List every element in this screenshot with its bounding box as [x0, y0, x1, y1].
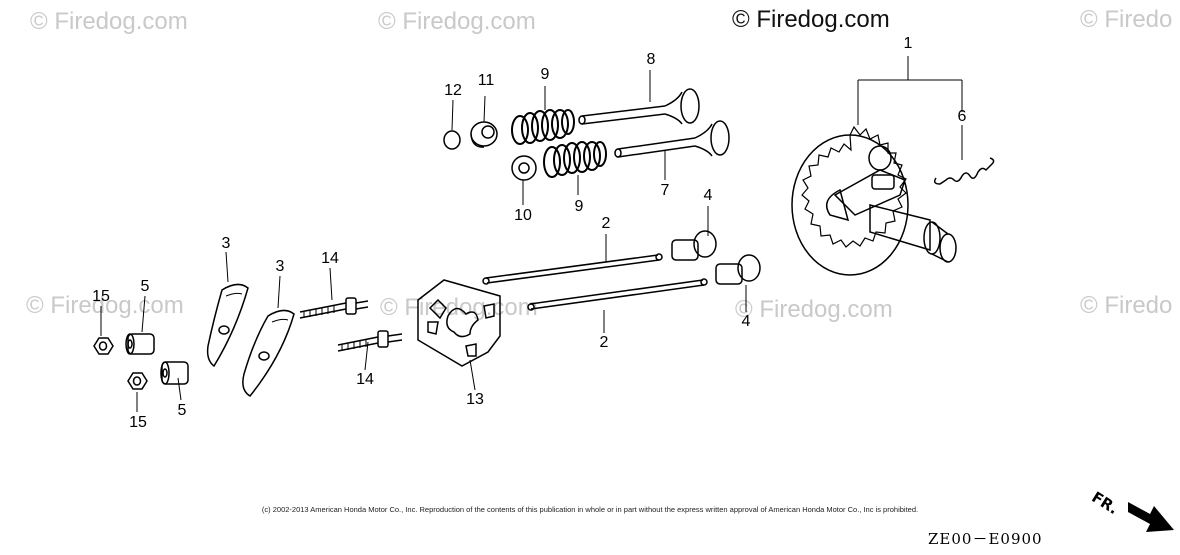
watermark-mid-center: © Firedog.com [380, 294, 538, 321]
callout-2-upper: 2 [601, 215, 611, 232]
part-5-pivot-lower [160, 361, 189, 385]
callout-13: 13 [466, 391, 484, 408]
diagram-code: ZE00－E0900 [928, 530, 1043, 548]
part-4-tappet-upper [671, 230, 717, 261]
callout-15-lower: 15 [129, 414, 147, 431]
callout-1: 1 [903, 35, 913, 52]
callout-8: 8 [646, 51, 656, 68]
part-13-push-rod-guide-plate [417, 279, 501, 367]
part-12-valve-cap [443, 130, 461, 150]
part-10-spring-retainer [511, 155, 537, 181]
part-7-valve [614, 120, 730, 158]
part-14-stud-lower [337, 330, 403, 352]
watermark-dark: © Firedog.com [732, 6, 890, 33]
callout-5-upper: 5 [140, 278, 150, 295]
callout-15-upper: 15 [92, 288, 110, 305]
callout-5-lower: 5 [177, 402, 187, 419]
leader-lines [100, 56, 963, 412]
callout-4-lower: 4 [741, 313, 751, 330]
callout-3-right: 3 [275, 258, 285, 275]
callout-9-upper: 9 [540, 66, 550, 83]
part-11-spring-retainer [470, 121, 498, 148]
callout-14-upper: 14 [321, 250, 339, 267]
callout-4-upper: 4 [703, 187, 713, 204]
callout-7: 7 [660, 182, 670, 199]
part-3-rocker-arm-right [242, 309, 295, 397]
part-6-return-spring [933, 157, 995, 185]
callout-3-left: 3 [221, 235, 231, 252]
part-15-nut-lower [127, 372, 148, 390]
watermark-mid-far-right: © Firedo [1080, 292, 1173, 319]
watermark-top-right: © Firedo [1080, 6, 1173, 33]
watermark-mid-right: © Firedog.com [735, 296, 893, 323]
callout-9-lower: 9 [574, 198, 584, 215]
part-3-rocker-arm-left [206, 283, 249, 368]
copyright-notice: (c) 2002-2013 American Honda Motor Co., … [261, 505, 919, 514]
part-4-tappet-lower [715, 254, 761, 285]
part-2-push-rod-lower [527, 278, 708, 311]
callout-12: 12 [444, 82, 462, 99]
part-15-nut-upper [93, 337, 114, 355]
watermark-top-center: © Firedog.com [378, 8, 536, 35]
part-1-camshaft-gear [791, 125, 957, 276]
part-14-stud-upper [299, 297, 369, 319]
watermark-mid-left: © Firedog.com [26, 292, 184, 319]
part-2-push-rod-upper [482, 253, 663, 285]
callout-10: 10 [514, 207, 532, 224]
front-arrow [1128, 502, 1174, 532]
callout-6: 6 [957, 108, 967, 125]
part-5-pivot-upper [125, 333, 155, 355]
watermark-top-left: © Firedog.com [30, 8, 188, 35]
callout-14-lower: 14 [356, 371, 374, 388]
callout-2-lower: 2 [599, 334, 609, 351]
part-9-valve-spring-lower [543, 141, 607, 178]
part-8-valve [578, 88, 700, 125]
callout-11: 11 [477, 72, 495, 89]
part-9-valve-spring-upper [511, 109, 575, 145]
